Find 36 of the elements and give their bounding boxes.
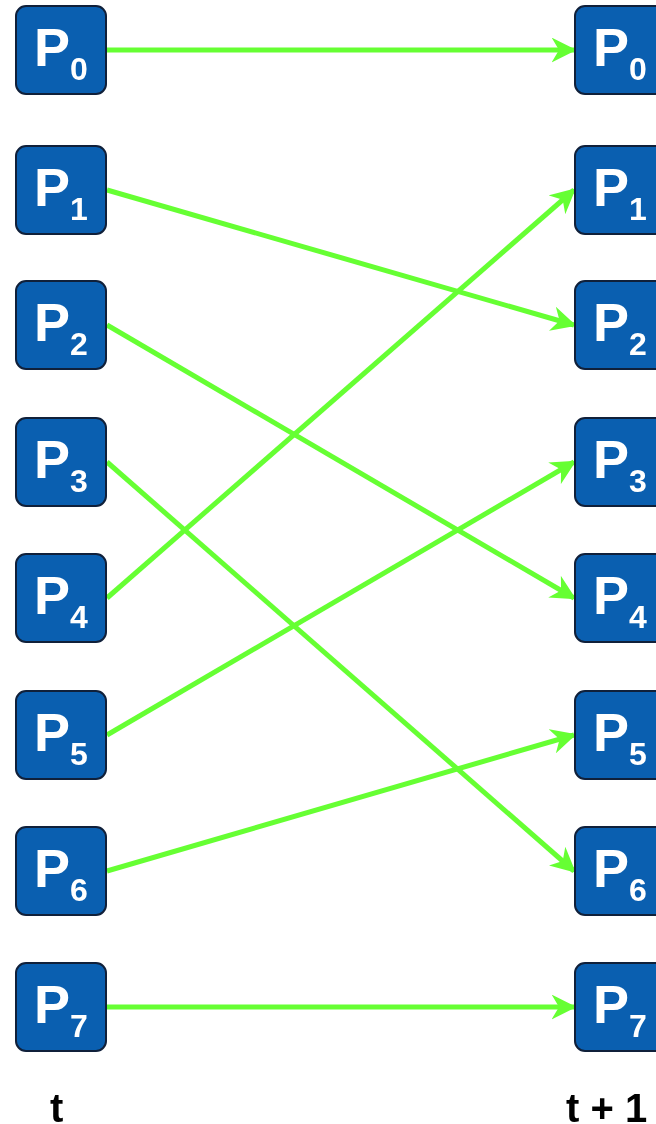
process-box (15, 145, 107, 235)
process-box (15, 962, 107, 1052)
process-box (574, 5, 656, 95)
node-label: P$_{7}$ (593, 977, 647, 1037)
node-label: P$_{4}$ (34, 568, 88, 628)
process-box (15, 826, 107, 916)
node-label: P$_{4}$ (593, 568, 647, 628)
arrow (105, 188, 576, 600)
node-label: P$_{3}$ (34, 432, 88, 492)
node-label: P$_{3}$ (593, 432, 647, 492)
time-label: t (50, 1088, 64, 1124)
process-box (15, 553, 107, 643)
node-label: P$_{1}$ (34, 160, 88, 220)
node-label: P$_{5}$ (593, 705, 647, 765)
arrow (105, 460, 576, 873)
time-label: t + 1 (566, 1088, 648, 1124)
process-box (574, 826, 656, 916)
process-box (15, 417, 107, 507)
node-label: P$_{5}$ (34, 705, 88, 765)
node-label: P$_{2}$ (593, 295, 647, 355)
process-box (574, 280, 656, 370)
process-box (574, 145, 656, 235)
process-box (574, 553, 656, 643)
process-box (15, 5, 107, 95)
node-label: P$_{0}$ (34, 20, 88, 80)
node-label: P$_{2}$ (34, 295, 88, 355)
node-label: P$_{6}$ (593, 841, 647, 901)
node-label: P$_{0}$ (593, 20, 647, 80)
node-label: P$_{7}$ (34, 977, 88, 1037)
node-label: P$_{1}$ (593, 160, 647, 220)
node-label: P$_{6}$ (34, 841, 88, 901)
process-box (15, 280, 107, 370)
process-box (574, 962, 656, 1052)
process-box (574, 417, 656, 507)
process-box (15, 690, 107, 780)
process-box (574, 690, 656, 780)
